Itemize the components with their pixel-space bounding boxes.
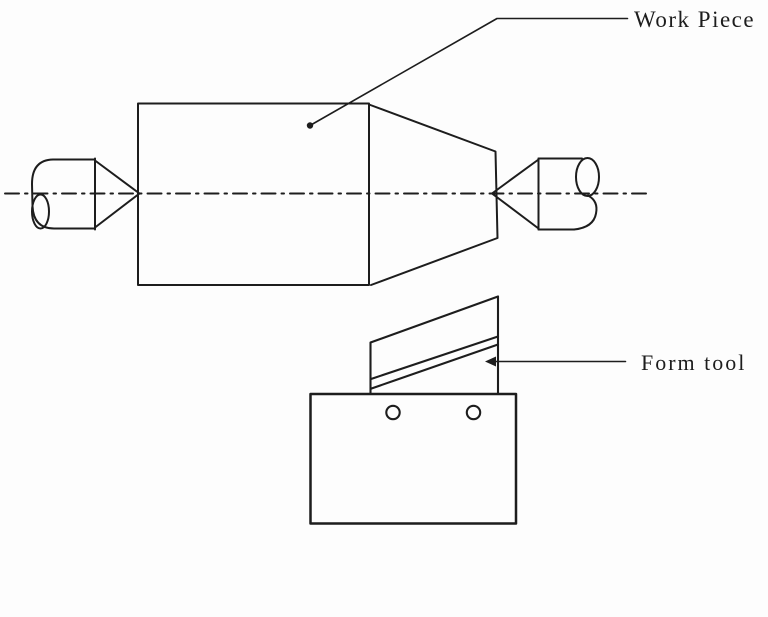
screw-hole-right xyxy=(465,404,482,421)
work-piece-leader-line xyxy=(309,17,629,127)
left-lathe-center xyxy=(31,157,141,231)
form-tool-leader xyxy=(485,356,627,367)
work-piece-cylinder xyxy=(137,102,370,286)
screw-hole-left xyxy=(385,404,401,421)
left-center-end-ellipse xyxy=(31,193,50,230)
form-tool-edge-line-upper xyxy=(369,335,500,381)
work-piece-label: Work Piece xyxy=(634,7,756,32)
tool-holder-block xyxy=(309,392,518,525)
right-center-end-curve xyxy=(573,194,598,231)
form-tool-leader-arrowhead xyxy=(485,356,496,367)
work-piece-taper xyxy=(368,103,499,286)
form-tool xyxy=(369,295,500,396)
form-tool-outline xyxy=(369,295,500,396)
right-center-end-ellipse xyxy=(575,157,600,197)
right-lathe-center xyxy=(491,157,600,231)
tool-holder-outline xyxy=(309,392,518,525)
work-piece-leader-dot xyxy=(306,122,314,129)
left-center-cone xyxy=(94,159,141,229)
work-piece xyxy=(137,102,499,286)
right-center-cone xyxy=(491,158,540,230)
work-piece-leader xyxy=(306,17,629,129)
form-tool-label: Form tool xyxy=(641,350,747,375)
form-tool-edge-line-lower xyxy=(370,343,500,390)
left-center-body xyxy=(31,158,96,230)
